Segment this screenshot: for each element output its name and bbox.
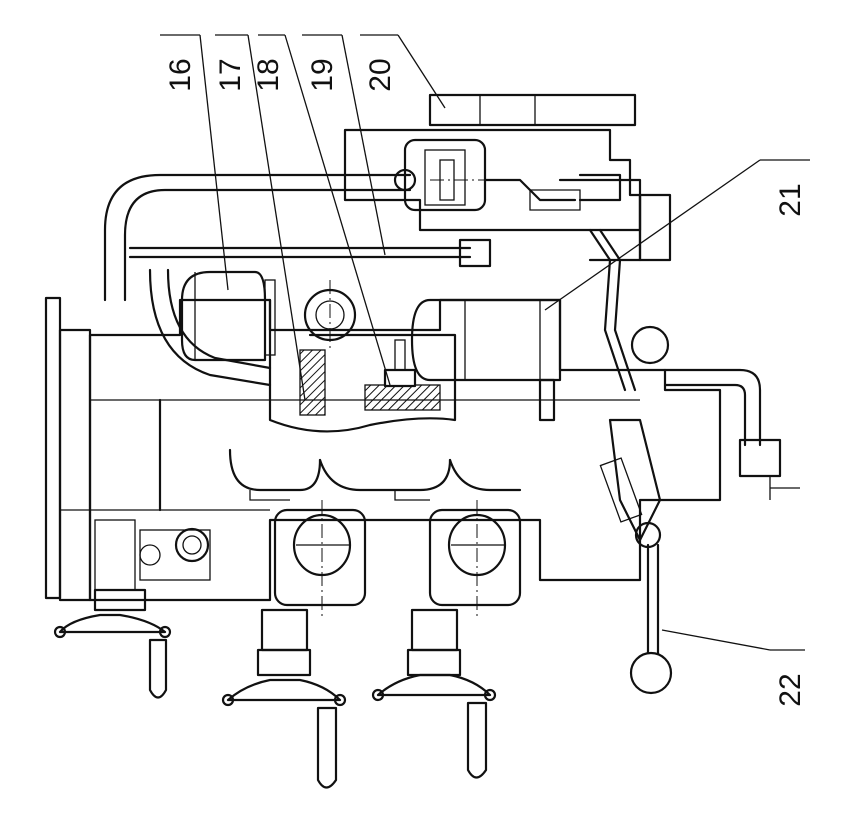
pipe-system bbox=[103, 173, 800, 500]
callout-20: 20 bbox=[364, 58, 397, 91]
handwheel-right bbox=[371, 608, 497, 779]
valve-assembly bbox=[393, 138, 622, 212]
inspection-ports bbox=[273, 508, 522, 607]
callout-17: 17 bbox=[214, 58, 247, 91]
leader-lines bbox=[160, 34, 810, 651]
handwheel-left bbox=[53, 588, 172, 699]
callout-21: 21 bbox=[774, 183, 807, 216]
lever-linkage bbox=[588, 228, 670, 549]
callout-16: 16 bbox=[164, 58, 197, 91]
pneumatic-cylinder bbox=[410, 298, 562, 422]
centerlines bbox=[321, 179, 520, 620]
callout-22: 22 bbox=[774, 673, 807, 706]
callout-19: 19 bbox=[306, 58, 339, 91]
top-housing bbox=[343, 93, 672, 262]
callout-18: 18 bbox=[252, 58, 285, 91]
handwheel-middle bbox=[221, 608, 347, 789]
hand-lever bbox=[629, 543, 673, 695]
sectioned-bearing bbox=[268, 288, 457, 433]
tie-rod bbox=[128, 238, 492, 268]
